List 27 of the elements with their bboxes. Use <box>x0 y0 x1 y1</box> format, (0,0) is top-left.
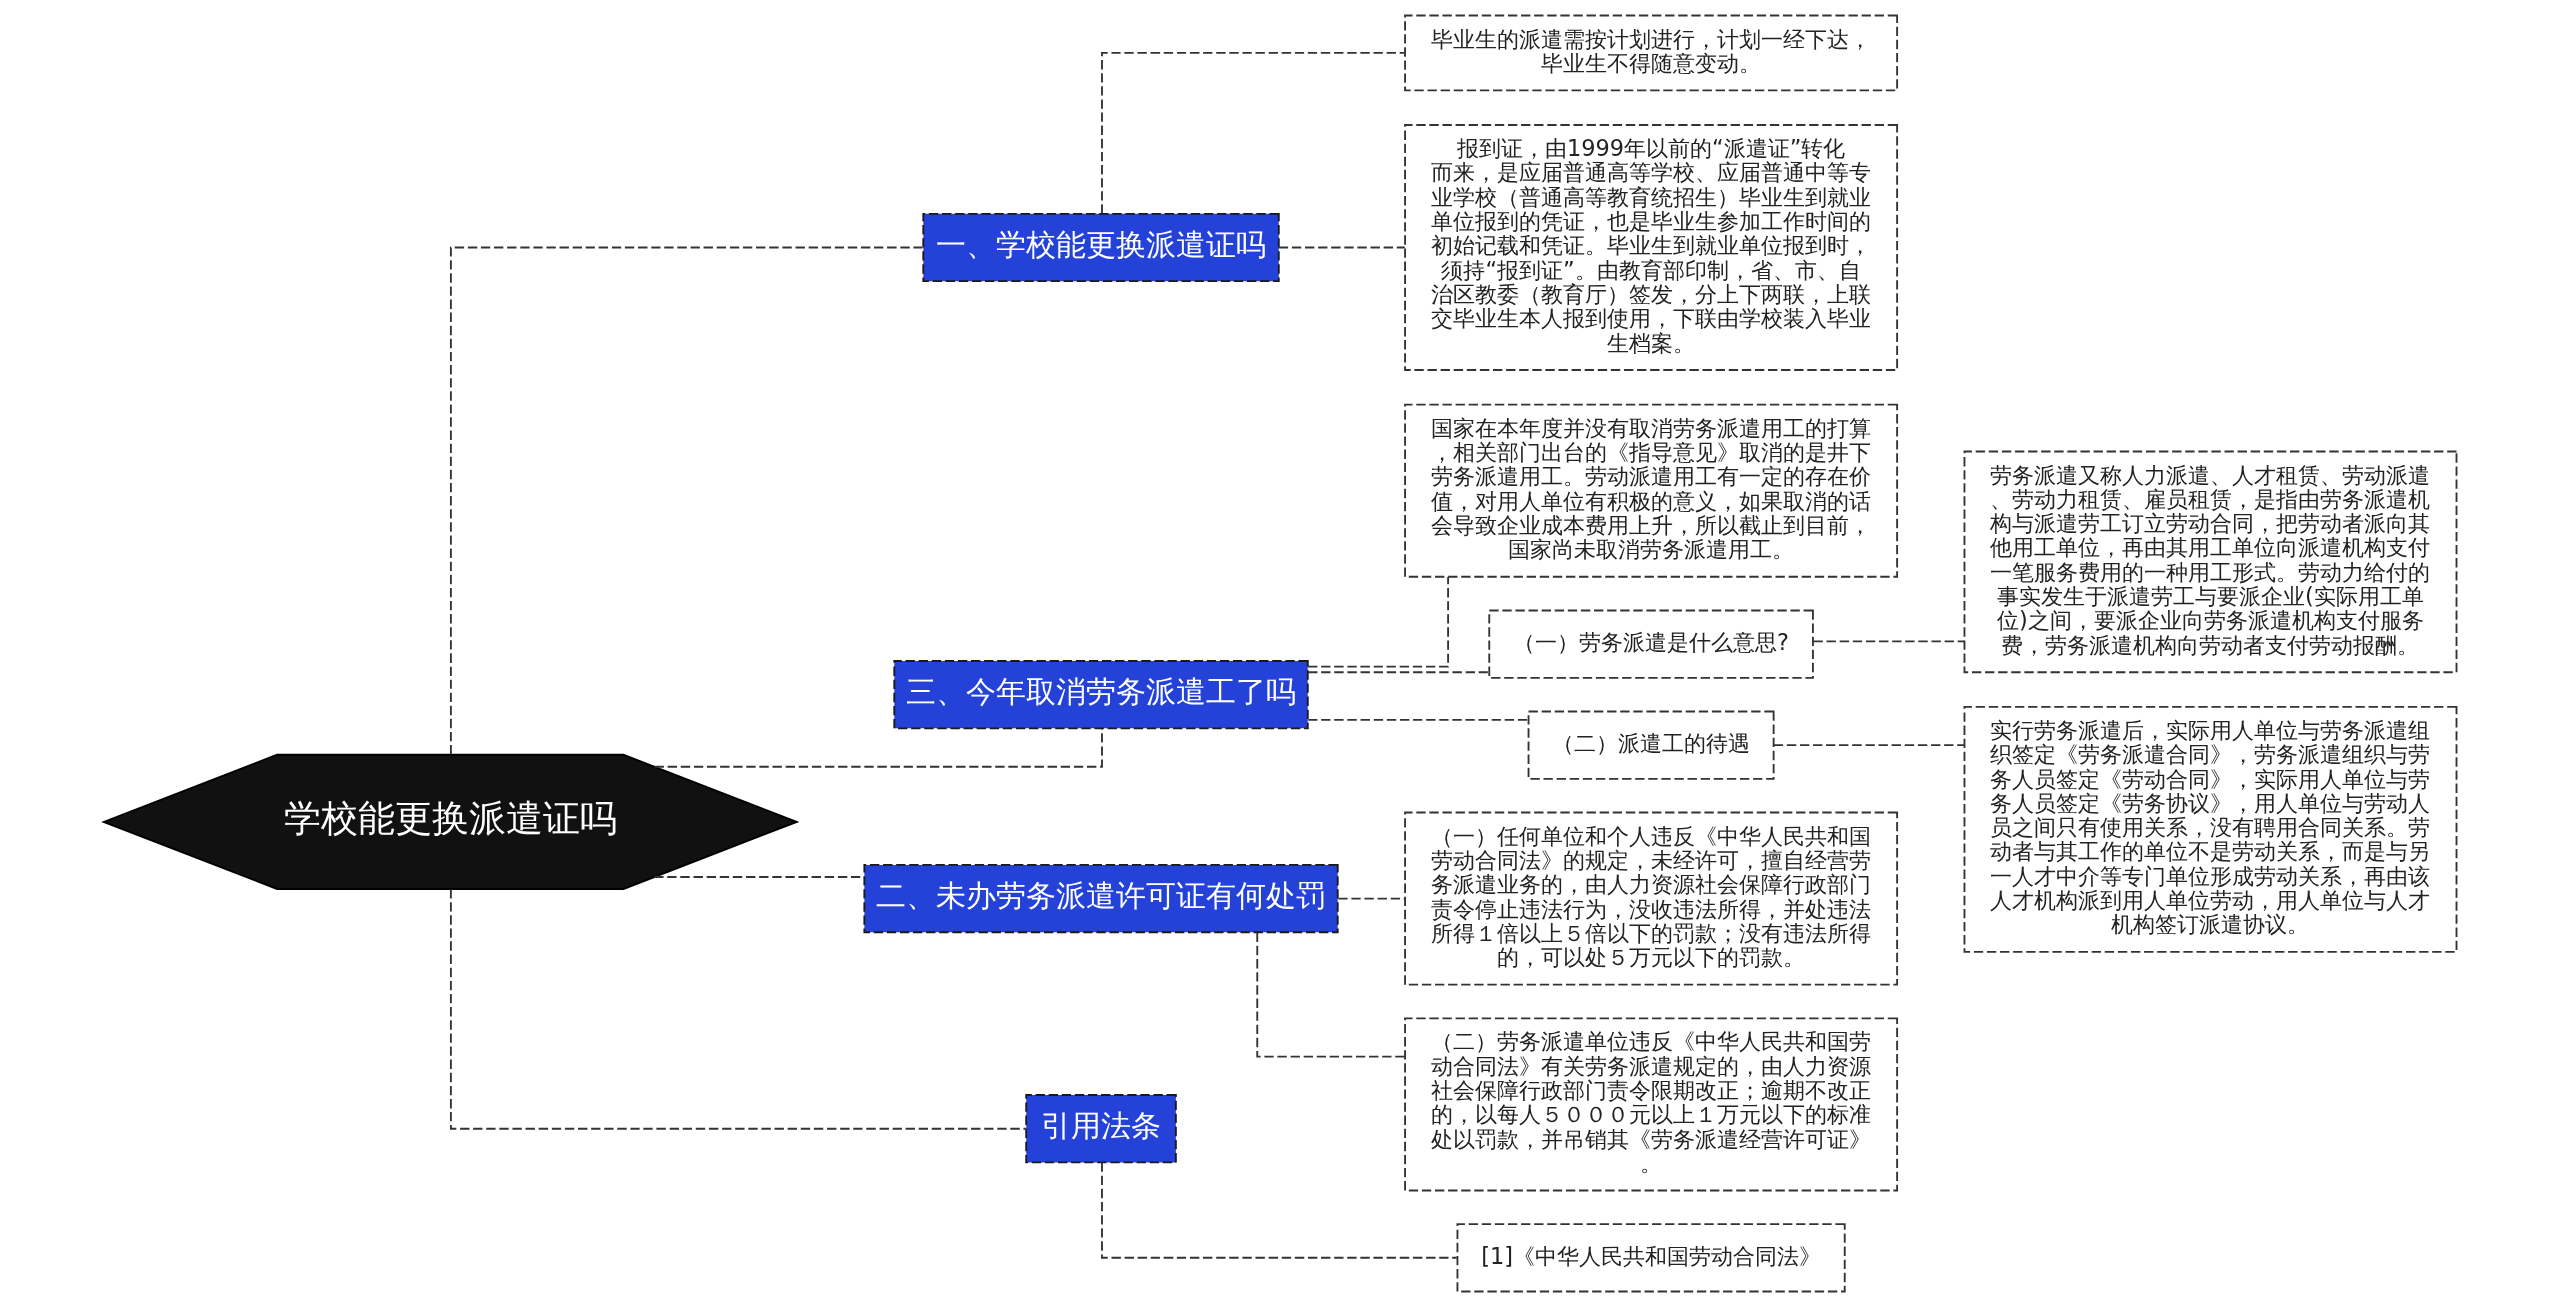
node-box: 引用法条 <box>1025 1094 1177 1164</box>
connector <box>1307 671 1490 674</box>
node-box: [1]《中华人民共和国劳动合同法》 <box>1456 1223 1846 1293</box>
node-box: 三、今年取消劳务派遣工了吗 <box>893 660 1309 730</box>
connector <box>1101 1161 1458 1259</box>
node-box: （一）任何单位和个人违反《中华人民共和国劳动合同法》的规定，未经许可，擅自经营劳务派遣业务的，由人力资源社会保障行政部门责令停止违法行为，没收违法所得，并处违法所得１倍以上５倍以下的罚款；没有违法所得的，可以处５万元以下的罚款。 <box>1404 811 1899 986</box>
connector <box>653 728 1103 768</box>
connector <box>1101 52 1406 215</box>
connector <box>1256 931 1406 1058</box>
node-box: 报到证，由1999年以前的“派遣证”转化而来，是应届普通高等学校、应届普通中等专业学校（普通高等教育统招生）毕业生到就业单位报到的凭证，也是毕业生参加工作时间的初始记载和凭证。毕业生到就业单位报到时，须持“报到证”。由教育部印制，省、市、自治区教委（教育厅）签发，分上下两联，上联交毕业生本人报到使用，下联由学校装入毕业生档案。 <box>1404 124 1899 371</box>
connector <box>1812 640 1966 643</box>
node-box: （一）劳务派遣是什么意思? <box>1488 609 1814 679</box>
node-box: （二）劳务派遣单位违反《中华人民共和国劳动合同法》有关劳务派遣规定的，由人力资源社会保障行政部门责令限期改正；逾期不改正的，以每人５０００元以上１万元以下的标准处以罚款，并吊销其《劳务派遣经营许可证》。 <box>1404 1017 1899 1192</box>
connector <box>449 246 924 756</box>
connector <box>1337 897 1406 900</box>
connector <box>1772 744 1965 747</box>
connector <box>449 888 1027 1130</box>
node-box: （二）派遣工的待遇 <box>1527 710 1775 780</box>
node-box: 一、学校能更换派遣证吗 <box>922 212 1280 283</box>
node-box: 二、未办劳务派遣许可证有何处罚 <box>863 863 1339 934</box>
node-box: 毕业生的派遣需按计划进行，计划一经下达，毕业生不得随意变动。 <box>1404 14 1899 92</box>
connector <box>1277 246 1406 249</box>
node-box: 国家在本年度并没有取消劳务派遣用工的打算，相关部门出台的《指导意见》取消的是井下劳务派遣用工。劳动派遣用工有一定的存在价值，对用人单位有积极的意义，如果取消的话会导致企业成本费用上升，所以截止到目前，国家尚未取消劳务派遣用工。 <box>1404 403 1899 578</box>
connector <box>1307 576 1450 668</box>
node-box: 实行劳务派遣后，实际用人单位与劳务派遣组织签定《劳务派遣合同》，劳务派遣组织与劳务人员签定《劳动合同》，实际用人单位与劳务人员签定《劳务协议》，用人单位与劳动人员之间只有使用关系，没有聘用合同关系。劳动者与其工作的单位不是劳动关系，而是与另一人才中介等专门单位形成劳动关系，再由该人才机构派到用人单位劳动，用人单位与人才机构签订派遣协议。 <box>1963 705 2458 953</box>
node-box: 劳务派遣又称人力派遣、人才租赁、劳动派遣、劳动力租赁、雇员租赁，是指由劳务派遣机构与派遣劳工订立劳动合同，把劳动者派向其他用工单位，再由其用工单位向派遣机构支付一笔服务费用的一种用工形式。劳动力给付的事实发生于派遣劳工与要派企业(实际用工单位)之间，要派企业向劳务派遣机构支付服务费，劳务派遣机构向劳动者支付劳动报酬。 <box>1963 450 2458 674</box>
connector <box>1307 719 1529 721</box>
